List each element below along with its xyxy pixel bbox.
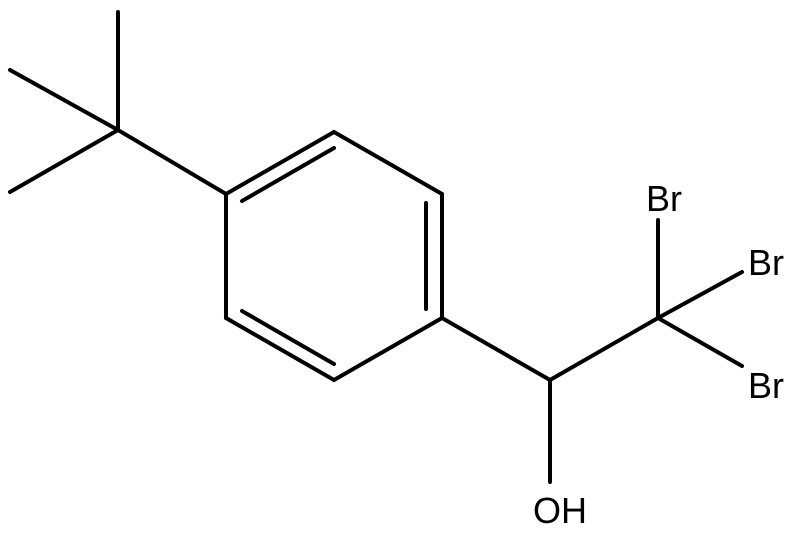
atom-label-hydroxyl: OH	[533, 490, 587, 531]
atom-label-br-bottom: Br	[748, 365, 784, 406]
bond-tbu-to-ring	[116, 128, 228, 196]
atom-label-br-top: Br	[646, 178, 682, 219]
bond-ring-4	[332, 316, 444, 382]
bond-carbinol-to-cbr3	[548, 316, 660, 382]
bond-c-br-right	[656, 270, 744, 320]
bond-tbu-methyl-left-lower	[8, 128, 120, 194]
bond-ring-2	[332, 130, 444, 196]
bond-ring-1	[224, 130, 336, 196]
bond-ring-double-bottom	[240, 309, 336, 366]
bond-ring-5	[224, 316, 336, 382]
bond-tbu-methyl-left-upper	[8, 68, 120, 132]
bond-ring-to-carbinol	[440, 316, 552, 382]
bond-ring-double-top	[240, 146, 336, 203]
atom-label-br-right: Br	[748, 242, 784, 283]
bond-c-br-bottom	[656, 316, 744, 368]
